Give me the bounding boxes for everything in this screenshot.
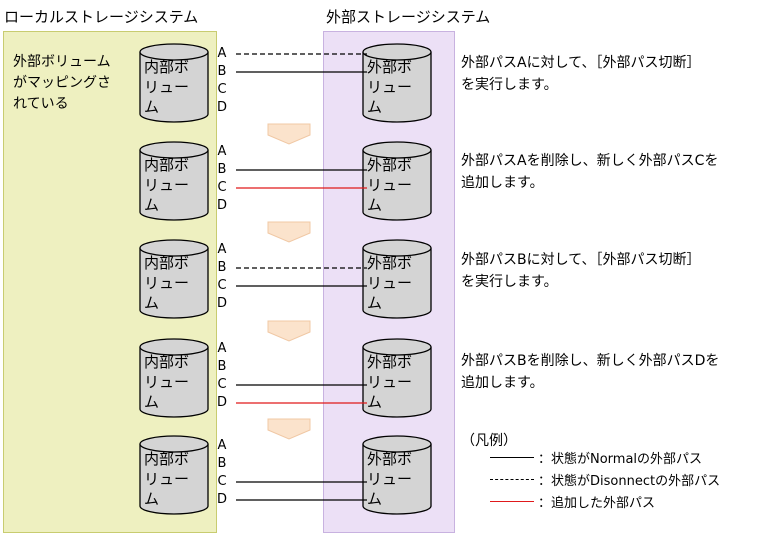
external-volume-2-label: リュー [367,176,412,194]
legend-disconnect-label: ：状態がDisonnectの外部パス [538,474,721,489]
external-volume-4: 外部ボリューム [362,338,432,418]
path-letter-D: D [216,395,227,410]
external-volume-3-label: ム [367,294,382,312]
internal-volume-5-label: 内部ボ [144,450,189,468]
internal-volume-2-label: ム [144,196,159,214]
step-arrow-4 [267,418,311,440]
path-letter-A: A [217,242,227,257]
internal-volume-3-label: 内部ボ [144,254,189,272]
path-letter-B: B [217,456,227,471]
external-volume-2: 外部ボリューム [362,141,432,221]
external-volume-5-label: 外部ボ [367,450,412,468]
internal-volume-5-label: リュー [144,470,189,488]
external-volume-4-label: リュー [367,373,412,391]
legend-disconnect: ：状態がDisonnectの外部パス [490,470,720,489]
external-volume-2-label: 外部ボ [367,156,412,174]
external-volume-1-label: リュー [367,78,412,96]
path-letter-D: D [216,492,227,507]
internal-volume-2-label: リュー [144,176,189,194]
external-volume-5-label: ム [367,490,382,508]
internal-volume-1-label: 内部ボ [144,58,189,76]
path-letter-B: B [217,162,227,177]
external-volume-3: 外部ボリューム [362,239,432,319]
internal-volume-5-label: ム [144,490,159,508]
path-letter-C: C [217,377,227,392]
path-letter-A: A [217,438,227,453]
internal-volume-4-label: 内部ボ [144,353,189,371]
path-letter-C: C [217,82,227,97]
internal-volume-1-label: リュー [144,78,189,96]
legend-disconnect-swatch [490,479,534,480]
internal-volume-3-label: ム [144,294,159,312]
local-storage-title: ローカルストレージシステム [4,8,199,26]
step-arrow-2 [267,221,311,243]
path-letter-B: B [217,260,227,275]
external-volume-5: 外部ボリューム [362,435,432,515]
external-volume-3-label: 外部ボ [367,254,412,272]
internal-volume-4-label: ム [144,393,159,411]
step-arrow-1 [267,123,311,145]
legend-added-swatch [490,501,534,502]
step-3-note: 外部パスBに対して、［外部パス切断］を実行します。 [461,252,701,290]
path-letter-C: C [217,278,227,293]
legend-normal-swatch [490,457,534,458]
path-letter-C: C [217,474,227,489]
legend-normal: ：状態がNormalの外部パス [490,448,702,467]
internal-volume-2-label: 内部ボ [144,156,189,174]
path-letter-A: A [217,341,227,356]
legend-title: （凡例） [461,433,517,449]
step-1-note: 外部パスAに対して、［外部パス切断］を実行します。 [461,55,701,93]
legend-added: ：追加した外部パス [490,492,655,511]
external-volume-1: 外部ボリューム [362,43,432,123]
step-2-note: 外部パスAを削除し、新しく外部パスCを追加します。 [461,153,719,191]
external-volume-4-label: 外部ボ [367,353,412,371]
path-letter-B: B [217,64,227,79]
external-volume-3-label: リュー [367,274,412,292]
path-letter-D: D [216,198,227,213]
external-volume-1-label: ム [367,98,382,116]
external-volume-1-label: 外部ボ [367,58,412,76]
path-letter-A: A [217,144,227,159]
external-volume-4-label: ム [367,393,382,411]
step-4-note: 外部パスBを削除し、新しく外部パスDを追加します。 [461,353,720,391]
external-volume-2-label: ム [367,196,382,214]
external-volume-5-label: リュー [367,470,412,488]
path-letter-B: B [217,359,227,374]
internal-volume-1-label: ム [144,98,159,116]
internal-volume-4-label: リュー [144,373,189,391]
path-letter-D: D [216,100,227,115]
path-letter-C: C [217,180,227,195]
legend-added-label: ：追加した外部パス [538,496,656,511]
internal-volume-3-label: リュー [144,274,189,292]
path-letter-D: D [216,296,227,311]
external-storage-title: 外部ストレージシステム [326,8,491,26]
legend-normal-label: ：状態がNormalの外部パス [538,452,703,467]
mapping-note: 外部ボリューム がマッピングさ れている [13,54,111,112]
step-arrow-3 [267,320,311,342]
path-letter-A: A [217,46,227,61]
